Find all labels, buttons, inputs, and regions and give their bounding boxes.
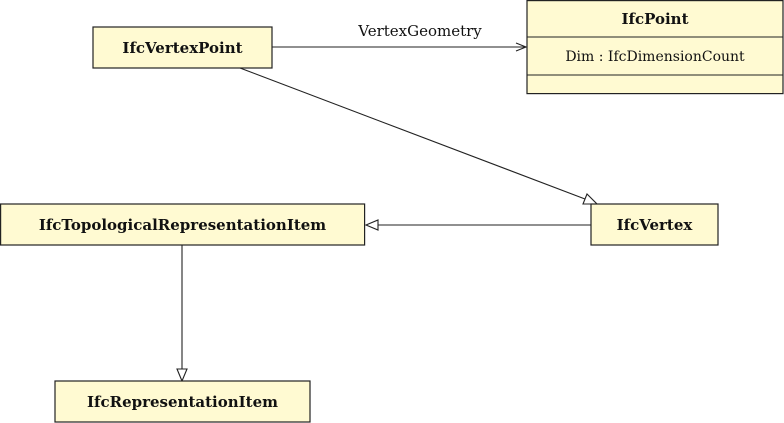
- class-name: IfcVertex: [617, 216, 694, 234]
- class-ifctopologicalrepresentationitem[interactable]: IfcTopologicalRepresentationItem: [0, 203, 366, 246]
- generalization-arrowhead: [364, 219, 379, 231]
- vertex-geometry-association: VertexGeometry: [272, 22, 528, 52]
- generalization-topological-repitem: [176, 245, 188, 383]
- generalization-vertex-topological: [364, 219, 591, 231]
- class-ifcpoint[interactable]: IfcPoint Dim : IfcDimensionCount: [526, 0, 784, 95]
- class-ifcvertexpoint[interactable]: IfcVertexPoint: [92, 26, 273, 69]
- generalization-arrowhead: [176, 368, 188, 383]
- class-name: IfcTopologicalRepresentationItem: [39, 216, 326, 234]
- class-attribute: Dim : IfcDimensionCount: [565, 49, 745, 65]
- class-name: IfcPoint: [621, 10, 688, 28]
- generalization-vertexpoint-vertex: [239, 67, 599, 205]
- class-name: IfcVertexPoint: [122, 39, 242, 57]
- class-ifcrepresentationitem[interactable]: IfcRepresentationItem: [54, 380, 311, 423]
- generalization-arrowhead: [582, 193, 599, 205]
- association-label: VertexGeometry: [357, 22, 482, 40]
- class-name: IfcRepresentationItem: [87, 393, 278, 411]
- class-ifcvertex[interactable]: IfcVertex: [590, 203, 719, 246]
